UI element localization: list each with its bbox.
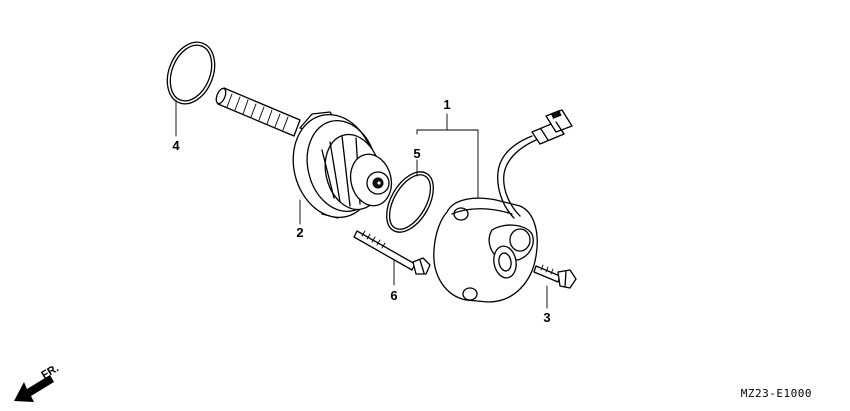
callout-4: 4 xyxy=(172,138,180,153)
pump-cover-assembly xyxy=(433,109,573,303)
callout-2: 2 xyxy=(296,225,303,240)
front-direction-label: FR. xyxy=(40,362,61,381)
callout-5: 5 xyxy=(413,146,420,161)
short-bolt xyxy=(533,264,577,289)
o-ring-large xyxy=(166,41,216,105)
o-ring-medium xyxy=(386,171,434,233)
front-direction-arrow xyxy=(14,375,54,402)
callout-3: 3 xyxy=(543,310,550,325)
callout-1: 1 xyxy=(443,97,450,112)
callout-6: 6 xyxy=(390,288,397,303)
long-bolt xyxy=(353,230,431,275)
diagram-code: MZ23-E1000 xyxy=(741,387,812,400)
leader-lines xyxy=(175,99,548,309)
pump-assembly xyxy=(215,87,393,219)
